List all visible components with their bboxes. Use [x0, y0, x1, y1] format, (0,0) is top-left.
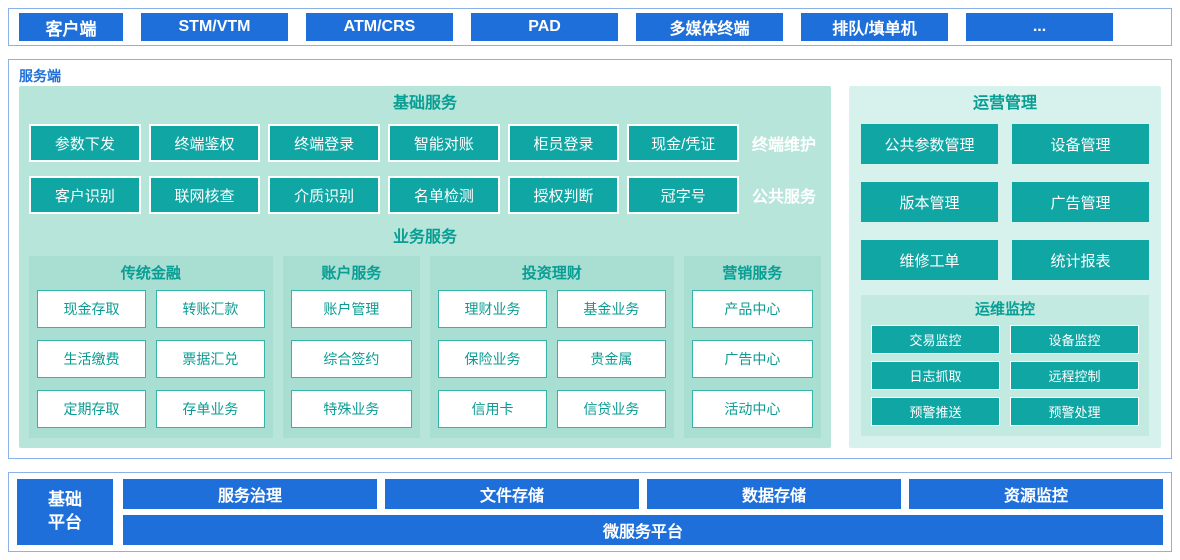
terminal-maintenance-tag: 终端维护 [752, 137, 817, 154]
client-device-button-multimedia[interactable]: 多媒体终端 [636, 13, 783, 41]
operations-button[interactable]: 版本管理 [861, 182, 998, 222]
client-device-button-stm-vtm[interactable]: STM/VTM [141, 13, 288, 41]
monitoring-button[interactable]: 交易监控 [871, 325, 1000, 354]
monitoring-button[interactable]: 远程控制 [1010, 361, 1139, 390]
group-title: 营销服务 [722, 265, 783, 282]
platform-label: 基础平台 [17, 479, 113, 545]
client-device-button-atm-crs[interactable]: ATM/CRS [306, 13, 453, 41]
basic-service-button[interactable]: 柜员登录 [507, 124, 620, 162]
business-service-button[interactable]: 产品中心 [691, 290, 813, 328]
basic-service-button[interactable]: 名单检测 [388, 176, 500, 214]
monitoring-button[interactable]: 日志抓取 [871, 361, 1000, 390]
group-grid: 理财业务 基金业务 保险业务 贵金属 信用卡 信贷业务 [438, 290, 666, 428]
group-account-services: 账户服务 账户管理 综合签约 特殊业务 [282, 256, 420, 438]
business-service-button[interactable]: 生活缴费 [37, 340, 146, 378]
basic-service-button[interactable]: 终端登录 [268, 124, 381, 162]
business-service-button[interactable]: 综合签约 [290, 340, 412, 378]
operations-button[interactable]: 广告管理 [1012, 182, 1149, 222]
operations-title: 运营管理 [972, 95, 1037, 112]
business-groups: 传统金融 现金存取 转账汇款 生活缴费 票据汇兑 定期存取 存单业务 账户服务 [29, 256, 821, 438]
monitoring-grid: 交易监控 设备监控 日志抓取 远程控制 预警推送 预警处理 [871, 325, 1139, 426]
business-service-button[interactable]: 理财业务 [438, 290, 547, 328]
business-service-button[interactable]: 信用卡 [438, 390, 547, 428]
operations-button[interactable]: 统计报表 [1012, 240, 1149, 280]
business-services-title: 业务服务 [392, 229, 457, 246]
basic-service-button[interactable]: 终端鉴权 [148, 124, 261, 162]
business-service-button[interactable]: 信贷业务 [556, 390, 666, 428]
server-body: 基础服务 参数下发 终端鉴权 终端登录 智能对账 柜员登录 现金/凭证 终端维护… [19, 86, 1161, 448]
operations-panel: 运营管理 公共参数管理 设备管理 版本管理 广告管理 维修工单 统计报表 运维监… [849, 86, 1161, 448]
basic-service-button[interactable]: 介质识别 [268, 176, 381, 214]
basic-service-button[interactable]: 客户识别 [29, 176, 141, 214]
operations-button[interactable]: 公共参数管理 [861, 124, 998, 164]
business-service-button[interactable]: 贵金属 [556, 340, 666, 378]
client-device-button-pad[interactable]: PAD [471, 13, 618, 41]
platform-button-governance[interactable]: 服务治理 [123, 479, 377, 509]
business-service-button[interactable]: 活动中心 [691, 390, 813, 428]
platform-button-data-storage[interactable]: 数据存储 [647, 479, 901, 509]
business-service-button[interactable]: 广告中心 [691, 340, 813, 378]
platform-services-row: 服务治理 文件存储 数据存储 资源监控 [123, 479, 1163, 509]
public-services-row: 客户识别 联网核查 介质识别 名单检测 授权判断 冠字号 公共服务 [29, 176, 821, 214]
monitoring-button[interactable]: 预警推送 [871, 397, 1000, 426]
server-label: 服务端 [19, 68, 61, 84]
monitoring-title: 运维监控 [974, 301, 1035, 318]
group-title: 账户服务 [321, 265, 382, 282]
business-service-button[interactable]: 票据汇兑 [155, 340, 265, 378]
business-service-button[interactable]: 特殊业务 [290, 390, 412, 428]
group-grid: 账户管理 综合签约 特殊业务 [290, 290, 412, 428]
monitoring-panel: 运维监控 交易监控 设备监控 日志抓取 远程控制 预警推送 预警处理 [861, 295, 1149, 436]
client-section: 客户端 STM/VTM ATM/CRS PAD 多媒体终端 排队/填单机 ... [8, 8, 1172, 46]
group-grid: 现金存取 转账汇款 生活缴费 票据汇兑 定期存取 存单业务 [37, 290, 265, 428]
client-label: 客户端 [19, 13, 123, 41]
platform-section: 基础平台 服务治理 文件存储 数据存储 资源监控 微服务平台 [8, 472, 1172, 552]
business-service-button[interactable]: 账户管理 [290, 290, 412, 328]
business-service-button[interactable]: 现金存取 [37, 290, 146, 328]
basic-service-button[interactable]: 授权判断 [507, 176, 620, 214]
operations-grid: 公共参数管理 设备管理 版本管理 广告管理 维修工单 统计报表 [861, 124, 1149, 280]
group-marketing: 营销服务 产品中心 广告中心 活动中心 [683, 256, 821, 438]
business-service-button[interactable]: 保险业务 [438, 340, 547, 378]
microservice-platform-bar[interactable]: 微服务平台 [123, 515, 1163, 545]
server-section: 服务端 基础服务 参数下发 终端鉴权 终端登录 智能对账 柜员登录 现金/凭证 … [8, 59, 1172, 459]
group-investment: 投资理财 理财业务 基金业务 保险业务 贵金属 信用卡 信贷业务 [430, 256, 674, 438]
operations-button[interactable]: 设备管理 [1012, 124, 1149, 164]
monitoring-button[interactable]: 预警处理 [1010, 397, 1139, 426]
terminal-maintenance-row: 参数下发 终端鉴权 终端登录 智能对账 柜员登录 现金/凭证 终端维护 [29, 124, 821, 162]
group-grid: 产品中心 广告中心 活动中心 [691, 290, 813, 428]
services-panel: 基础服务 参数下发 终端鉴权 终端登录 智能对账 柜员登录 现金/凭证 终端维护… [19, 86, 831, 448]
platform-button-resource-monitor[interactable]: 资源监控 [909, 479, 1163, 509]
group-title: 投资理财 [521, 265, 582, 282]
platform-button-file-storage[interactable]: 文件存储 [385, 479, 639, 509]
basic-service-button[interactable]: 现金/凭证 [627, 124, 740, 162]
basic-service-button[interactable]: 联网核查 [148, 176, 261, 214]
client-device-button-more[interactable]: ... [966, 13, 1113, 41]
business-service-button[interactable]: 转账汇款 [155, 290, 265, 328]
platform-body: 服务治理 文件存储 数据存储 资源监控 微服务平台 [123, 479, 1163, 545]
business-service-button[interactable]: 定期存取 [37, 390, 146, 428]
operations-button[interactable]: 维修工单 [861, 240, 998, 280]
client-device-list: STM/VTM ATM/CRS PAD 多媒体终端 排队/填单机 ... [141, 13, 1113, 41]
basic-service-button[interactable]: 智能对账 [388, 124, 500, 162]
basic-service-button[interactable]: 冠字号 [627, 176, 740, 214]
client-device-button-queue[interactable]: 排队/填单机 [801, 13, 948, 41]
group-traditional-finance: 传统金融 现金存取 转账汇款 生活缴费 票据汇兑 定期存取 存单业务 [29, 256, 273, 438]
group-title: 传统金融 [120, 265, 181, 282]
monitoring-button[interactable]: 设备监控 [1010, 325, 1139, 354]
public-services-tag: 公共服务 [752, 189, 817, 206]
business-service-button[interactable]: 基金业务 [556, 290, 666, 328]
basic-services-title: 基础服务 [392, 95, 457, 112]
business-service-button[interactable]: 存单业务 [155, 390, 265, 428]
basic-service-button[interactable]: 参数下发 [29, 124, 141, 162]
